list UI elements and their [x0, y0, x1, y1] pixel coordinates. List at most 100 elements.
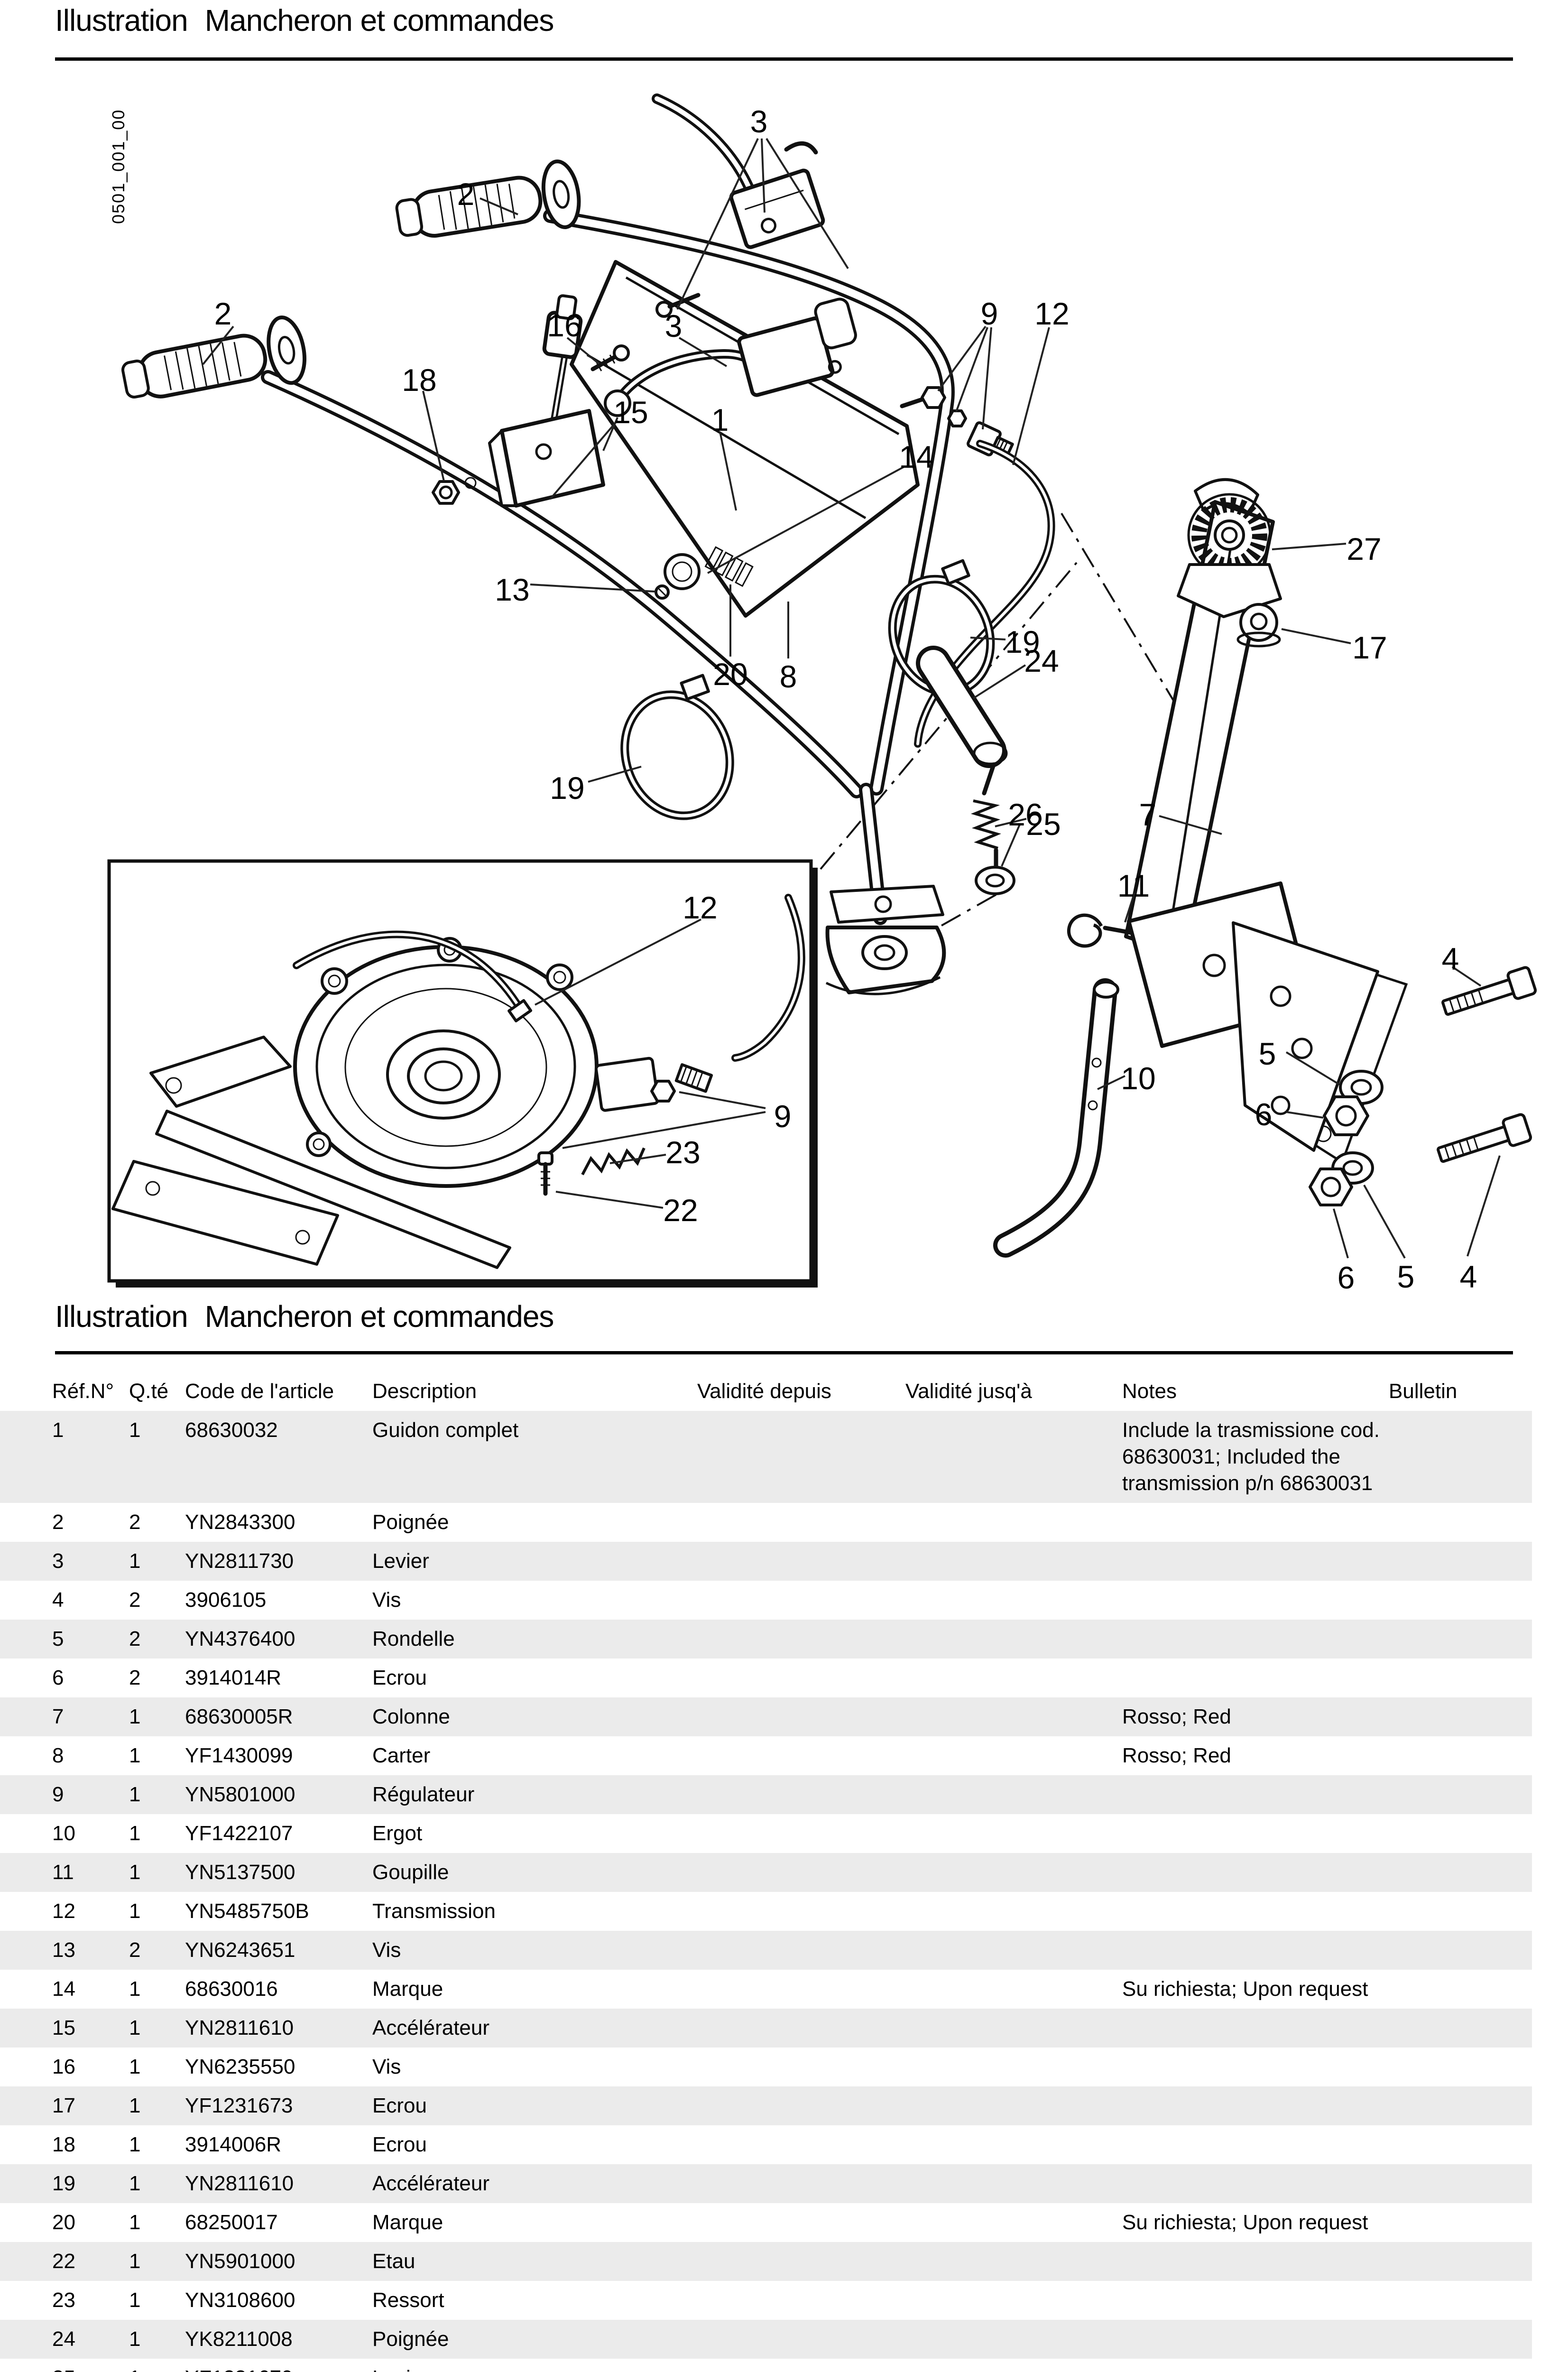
cell-code: YF1231670 [185, 2359, 372, 2372]
cell-valid_from [697, 1697, 905, 1736]
header-bulletin: Bulletin [1389, 1380, 1457, 1403]
brand-logo-icon [664, 553, 701, 590]
callout-20: 20 [713, 657, 747, 692]
grip-left [121, 315, 306, 398]
cell-valid_to [905, 1853, 1122, 1892]
callout-13: 13 [495, 572, 529, 607]
cell-code: YN2843300 [185, 1510, 295, 1534]
cell-desc: Vis [372, 2055, 401, 2078]
callout-22: 22 [663, 1193, 698, 1228]
cell-valid_to [905, 1736, 1122, 1775]
title-prefix: Illustration [55, 3, 188, 37]
cell-notes [1122, 2164, 1389, 2203]
cell-qty: 1 [129, 1861, 141, 1884]
cell-bulletin [1389, 2320, 1532, 2359]
cell-valid_from [697, 2203, 905, 2242]
cell-ref: 6 [52, 1666, 64, 1689]
callout-2: 2 [457, 176, 475, 212]
cell-qty: 1 [129, 2016, 141, 2039]
cell-bulletin [1389, 1970, 1532, 2009]
cell-notes [1122, 1814, 1389, 1853]
cell-qty: 2 [129, 1938, 141, 1962]
callout-15: 15 [613, 395, 648, 430]
throttle-assembly [432, 294, 630, 508]
cell-desc: Levier [372, 2359, 697, 2372]
inset-box [107, 859, 818, 1288]
cell-code: YN6243651 [185, 1938, 295, 1962]
cell-desc: Guidon complet [372, 1418, 519, 1442]
callout-5: 5 [1259, 1036, 1276, 1071]
cell-desc: Etau [372, 2250, 415, 2273]
cell-desc: Accélérateur [372, 2016, 490, 2039]
cell-ref: 12 [52, 1899, 75, 1923]
callout-6: 6 [1337, 1260, 1355, 1295]
cell-bulletin [1389, 1659, 1532, 1697]
callout-9: 9 [774, 1099, 792, 1134]
cell-notes [1122, 1581, 1389, 1620]
cell-notes [1122, 1775, 1389, 1814]
cell-valid_from [697, 2009, 905, 2048]
cell-code: YN3108600 [185, 2289, 295, 2312]
cell-valid_to [905, 1411, 1122, 1503]
header-qty: Q.té [129, 1380, 169, 1403]
cell-valid_from [697, 2281, 905, 2320]
cell-bulletin [1389, 1411, 1532, 1503]
cell-ref: 19 [52, 2172, 75, 2195]
cell-valid_to [905, 2320, 1122, 2359]
cell-desc: Transmission [372, 1899, 496, 1923]
cell-valid_from [697, 2125, 905, 2164]
cell-valid_to [905, 1620, 1122, 1659]
cell-code: YK8211008 [185, 2327, 293, 2351]
cell-valid_to [905, 2203, 1122, 2242]
callout-1: 1 [711, 402, 729, 437]
cell-desc: Accélérateur [372, 2172, 490, 2195]
cell-bulletin [1389, 2281, 1532, 2320]
cell-valid_from [697, 1736, 905, 1775]
cell-ref: 16 [52, 2055, 75, 2078]
callout-4: 4 [1460, 1259, 1477, 1294]
cell-valid_from [697, 2086, 905, 2125]
callout-2: 2 [214, 296, 232, 331]
cell-bulletin [1389, 1931, 1532, 1970]
cell-valid_from [697, 2320, 905, 2359]
cell-qty: 1 [129, 2289, 141, 2312]
cell-qty: 1 [129, 1899, 141, 1923]
cell-desc: Ressort [372, 2289, 444, 2312]
title-prefix: Illustration [55, 1299, 188, 1334]
cell-qty: 1 [129, 1418, 141, 1442]
cell-code: YF1231673 [185, 2094, 293, 2117]
cell-desc: Colonne [372, 1705, 450, 1728]
cell-valid_to [905, 2359, 1122, 2372]
cell-code: YN2811610 [185, 2172, 294, 2195]
cell-code: YN5801000 [185, 1783, 295, 1806]
cell-valid_from [697, 2242, 905, 2281]
parts-table: Réf.N° Q.té Code de l'article Descriptio… [0, 1372, 1568, 2372]
cell-code: YN2811730 [185, 1549, 294, 1573]
title-name: Mancheron et commandes [204, 1299, 554, 1334]
cell-valid_to [905, 2281, 1122, 2320]
cell-valid_from [697, 1581, 905, 1620]
cell-qty: 2 [129, 1666, 141, 1689]
cell-ref: 22 [52, 2250, 75, 2273]
cell-qty: 1 [129, 2327, 141, 2351]
cell-ref: 8 [52, 1744, 64, 1767]
cell-ref: 17 [52, 2094, 75, 2117]
cell-ref: 5 [52, 1627, 64, 1650]
bolt-4-bottom [1437, 1113, 1532, 1163]
cell-notes [1122, 2320, 1389, 2359]
callout-19: 19 [550, 770, 584, 806]
callout-7: 7 [1139, 797, 1157, 832]
cell-bulletin [1389, 1892, 1532, 1931]
cell-qty: 2 [129, 1627, 141, 1650]
header-valid-to: Validité jusq'à [905, 1380, 1032, 1403]
cell-qty: 1 [129, 2055, 141, 2078]
cell-notes [1122, 2281, 1389, 2320]
cell-valid_to [905, 2242, 1122, 2281]
